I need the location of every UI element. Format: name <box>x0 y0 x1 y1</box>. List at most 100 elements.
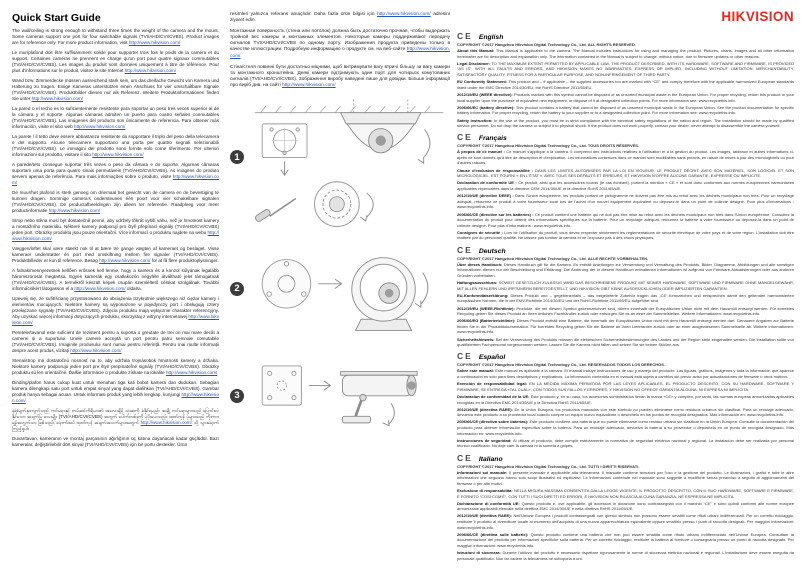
hikvision-link[interactable]: http://www.hikvision.com/ <box>12 392 219 404</box>
hikvision-link[interactable]: http://www.hikvision.com/ <box>282 82 336 88</box>
drill-template-icon <box>261 123 308 158</box>
step-2-number: 2 <box>230 281 244 296</box>
regulatory-paragraph: 2012/19/UE (directive DEEE) : Dans l'Uni… <box>457 193 794 210</box>
hikvision-link[interactable]: http://www.hikvision.com/ <box>48 207 101 213</box>
hikvision-link[interactable]: http://www.hikvision.com/ <box>70 347 122 353</box>
regulatory-paragraph: 2006/66/CE (direttiva sulle batterie): Q… <box>457 531 794 549</box>
regulatory-section-deutsch: CE Deutsch COPYRIGHT ©2017 Hangzhou Hikv… <box>457 245 794 348</box>
middle-column: resimleri yalnızca referans amaçlıdır. D… <box>230 12 450 450</box>
hikvision-link[interactable]: http://www.hikvision.com/ <box>74 123 126 129</box>
arrow-icon <box>280 161 289 177</box>
copyright-line: COPYRIGHT ©2017 Hangzhou Hikvision Digit… <box>457 255 649 261</box>
step-1-diagram <box>254 99 444 228</box>
regulatory-paragraph: 2006/66/EG (Batterierichtlinie): Dieses … <box>457 318 794 335</box>
install-step-2: 2 <box>230 239 450 346</box>
left-paragraph-fr: Le mur/plafond doit être suffisamment so… <box>12 50 219 73</box>
left-paragraph-de: Wand bzw. Zimmerdecke müssen ausreichend… <box>12 78 219 101</box>
ce-mark-icon: CE <box>457 244 473 255</box>
regulatory-section-francais: CE Français COPYRIGHT ©2017 Hangzhou Hik… <box>457 132 794 241</box>
left-column: Quick Start Guide The wall/ceiling is st… <box>12 12 219 453</box>
wall-plate-icon <box>261 365 302 406</box>
ce-mark-icon: CE <box>457 31 473 41</box>
regulatory-paragraph: Instrucciones de seguridad: Al utilizar … <box>457 437 794 449</box>
regulatory-paragraph: Haftungsausschluss: SOWEIT GESETZLICH ZU… <box>457 279 794 291</box>
arrow-icon <box>308 380 332 391</box>
hikvision-link[interactable]: http://www.hikvision.com/ <box>31 95 83 101</box>
step-2-diagram <box>261 257 429 331</box>
hikvision-link[interactable]: http://www.hikvision.com/ <box>12 314 219 325</box>
right-column: HIKVISION CE English COPYRIGHT ©2017 Han… <box>457 8 794 565</box>
hikvision-link[interactable]: http://www.hikvision.com/ <box>99 258 151 264</box>
regulatory-paragraph: Sobre este manual: Este manual es aplica… <box>457 368 794 379</box>
step-3-diagram <box>261 365 418 427</box>
regulatory-paragraph: Déclaration de conformité UE : Ce produi… <box>457 180 794 191</box>
ce-mark-icon: CE <box>457 132 473 143</box>
middle-paragraph-ru: Монтажная поверхность (стена или потолок… <box>230 29 450 59</box>
regulatory-paragraph: Istruzioni di sicurezza: Durante l'utili… <box>457 550 794 561</box>
copyright-line: COPYRIGHT ©2017 Hangzhou Hikvision Digit… <box>457 143 640 149</box>
regulatory-paragraph: 2006/66/CE (directive sur les batteries)… <box>457 211 794 228</box>
install-step-3: 3 <box>230 351 450 444</box>
regulatory-paragraph: 2012/19/EU (WEEE directive): Products ma… <box>457 91 794 103</box>
left-paragraph-en: The wall/ceiling is strong enough to wit… <box>12 28 219 45</box>
hikvision-link[interactable]: http://www.hikvision.com/ <box>377 12 431 17</box>
screwdriver-icon <box>255 197 297 222</box>
regulatory-paragraph: EU Conformity Statement: This product an… <box>457 79 795 90</box>
regulatory-section-english: CE English COPYRIGHT ©2017 Hangzhou Hikv… <box>457 31 794 129</box>
regulatory-paragraph: About this Manual: This Manual is applic… <box>457 48 794 59</box>
regulatory-paragraph: Consignes de sécurité : Lors de l'utilis… <box>457 229 794 241</box>
page-title: Quick Start Guide <box>12 12 101 24</box>
copyright-line: COPYRIGHT ©2017 Hangzhou Hikvision Digit… <box>457 463 640 469</box>
regulatory-section-italiano: CE Italiano COPYRIGHT ©2017 Hangzhou Hik… <box>457 453 794 562</box>
hikvision-link[interactable]: http://www.hikvision.com/ <box>12 230 220 241</box>
installation-steps: 1 <box>230 94 450 445</box>
hikvision-link[interactable]: http://www.hikvision.com/ <box>140 420 192 426</box>
dome-front-view-icon <box>314 181 374 228</box>
left-paragraph-tr: Duvar/tavan, kameranın ve montaj parçası… <box>12 436 219 448</box>
middle-paragraph-tr-continued: resimleri yalnızca referans amaçlıdır. D… <box>230 12 450 24</box>
regulatory-paragraph: Clause d'exclusion de responsabilité : D… <box>457 167 794 179</box>
regulatory-paragraph: Legal Disclaimer: TO THE MAXIMUM EXTENT … <box>457 60 794 77</box>
hikvision-link[interactable]: http://www.hikvision.com/ <box>74 286 126 292</box>
hikvision-link[interactable]: http://www.hikvision.com/ <box>128 39 181 45</box>
hikvision-link[interactable]: http://www.hikvision.com/ <box>165 370 218 376</box>
regulatory-paragraph: 2006/66/CE (directiva sobre baterías): E… <box>457 419 794 436</box>
hikvision-link[interactable]: http://www.hikvision.com/ <box>92 151 144 157</box>
regulatory-paragraph: 2012/19/EU (WEEE-Richtlinie): Produkte, … <box>457 305 794 317</box>
hikvision-link[interactable]: http://www.hikvision.com/ <box>12 173 219 185</box>
left-paragraph-es: La pared o el techo es lo suficientement… <box>12 106 219 129</box>
regulatory-paragraph: Dichiarazione di conformità UE: Questo p… <box>457 500 794 512</box>
regulatory-paragraph: À propos de ce manuel : Ce manuel s'appl… <box>457 149 794 166</box>
bullet-camera-icon <box>340 371 418 427</box>
section-language: Français <box>478 135 507 143</box>
turret-camera-icon <box>351 257 429 331</box>
ce-mark-icon: CE <box>457 452 473 463</box>
regulatory-paragraph: 2012/19/UE (direttiva RAEE): Nell'Unione… <box>457 513 794 530</box>
rotation-arrow-icon <box>415 272 429 309</box>
hikvision-link[interactable]: http://www.hikvision.com/ <box>230 47 450 59</box>
left-paragraph-nl: De muur/het plafond is sterk genoeg om d… <box>12 190 219 213</box>
section-language: Italiano <box>478 455 503 463</box>
regulatory-paragraph: Exención de responsabilidad legal: EN LA… <box>457 381 795 392</box>
section-language: Deutsch <box>478 247 506 255</box>
regulatory-section-espanol: CE Español COPYRIGHT ©2017 Hangzhou Hikv… <box>457 351 794 449</box>
regulatory-paragraph: EU-Konformitätserklärung: Dieses Produkt… <box>457 292 794 304</box>
regulatory-paragraph: Declaración de conformidad de la UE: Est… <box>457 393 794 405</box>
section-language: English <box>478 34 504 41</box>
regulatory-paragraph: Informazioni sul manuale: Il presente ma… <box>457 469 794 486</box>
middle-paragraph-uk: Стіна/стеля повинні бути достатньо міцни… <box>230 64 450 88</box>
left-paragraph-cs: Strop nebo stěna musí být dostatečně pev… <box>12 218 220 241</box>
dome-camera-icon <box>339 112 431 164</box>
copyright-line: COPYRIGHT ©2017 Hangzhou Hikvision Digit… <box>457 42 636 47</box>
left-paragraph-id: Dinding/plafon harus cukup kuat untuk me… <box>12 380 219 404</box>
regulatory-paragraph: Über dieses Handbuch: Dieses Handbuch gi… <box>457 261 794 278</box>
mounting-base-icon <box>261 259 312 309</box>
left-paragraph-ro: Peretele/tavanul este suficient de rezis… <box>12 330 219 353</box>
hikvision-link[interactable]: http://www.hikvision.com/ <box>124 67 177 73</box>
left-paragraph-hu: A falnak/mennyezetnek kellően erősnek ke… <box>12 268 219 292</box>
copyright-line: COPYRIGHT ©2017 Hangzhou Hikvision Digit… <box>457 362 666 368</box>
install-step-1: 1 <box>230 94 450 234</box>
left-paragraph-pl: Upewnij się, że sufit/ścianę przystosowa… <box>12 296 219 325</box>
section-language: Español <box>478 354 506 362</box>
